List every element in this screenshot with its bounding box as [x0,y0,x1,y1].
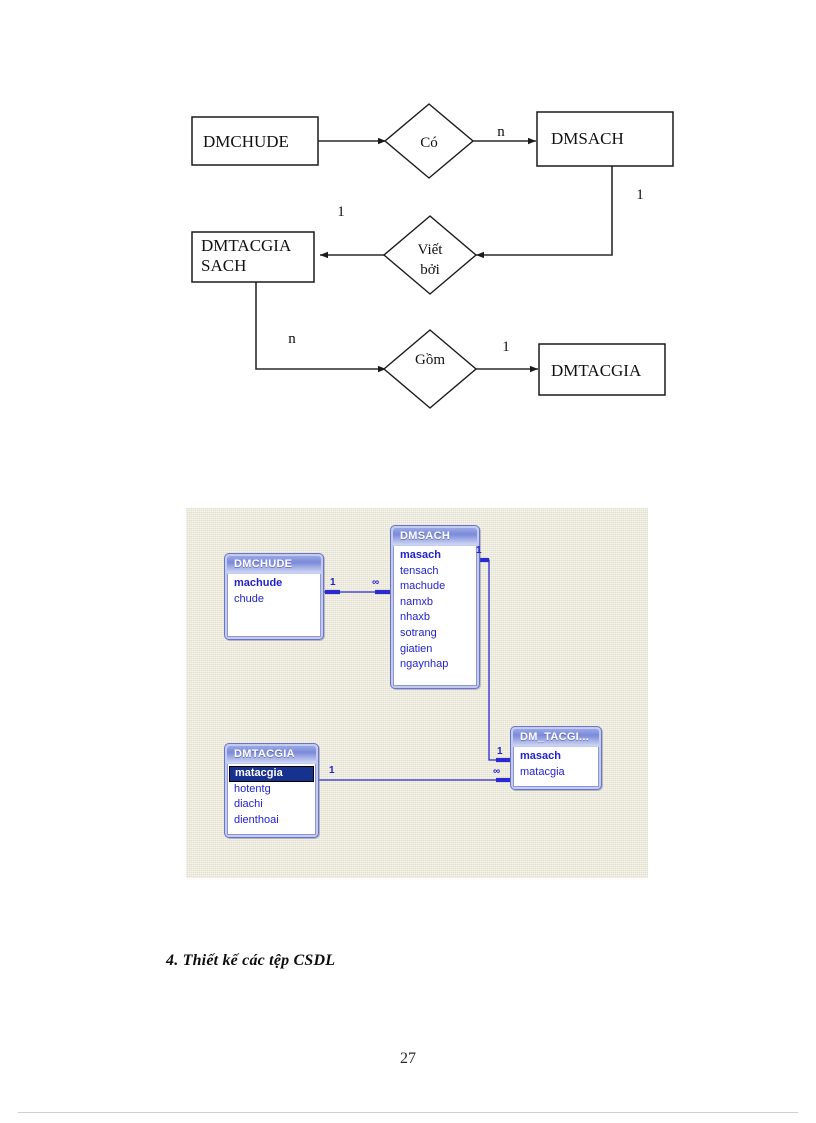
er-cardinality-vietboi-dmtacgiasach: 1 [337,204,345,220]
er-cardinality-co-dmsach: n [497,124,505,140]
db-table-dm-tacgia-sach[interactable]: DM_TACGI... masach matacgia [510,726,602,790]
db-table-title-dmchude[interactable]: DMCHUDE [227,556,321,573]
db-field-machude[interactable]: machude [400,580,446,593]
db-field-chude[interactable]: chude [234,592,264,605]
section-caption: 4. Thiết kế các tệp CSDL [166,952,336,969]
er-relationship-gom [382,329,478,409]
db-field-hotentg[interactable]: hotentg [234,782,271,795]
db-table-fields-dmsach: masach tensach machude namxb nhaxb sotra… [393,546,477,686]
er-diagram: DMCHUDE DMSACH DMTACGIA SACH DMTACGIA Có… [0,0,816,470]
db-table-dmsach[interactable]: DMSACH masach tensach machude namxb nhax… [390,525,480,689]
er-entity-dmtacgia [538,343,666,396]
er-entity-label-dmtacgia: DMTACGIA [551,361,642,380]
er-entity-dmtacgiasach [191,231,315,283]
db-table-title-dm-tacgia-sach[interactable]: DM_TACGI... [513,729,599,746]
db-cardinality-dm-tacgia-sach-many: ∞ [493,766,501,777]
er-entity-dmsach [536,111,674,167]
db-field-tensach[interactable]: tensach [400,564,439,577]
db-field-ngaynhap[interactable]: ngaynhap [400,658,449,671]
db-field-matacgia-link[interactable]: matacgia [520,765,565,778]
er-cardinality-dmtacgiasach-gom: n [288,331,296,347]
db-field-machude[interactable]: machude [234,577,283,589]
er-entity-label-dmsach: DMSACH [551,129,624,148]
db-cardinality-dmtacgia-one: 1 [329,765,335,776]
db-table-fields-dm-tacgia-sach: masach matacgia [513,747,599,787]
db-table-fields-dmchude: machude chude [227,574,321,637]
db-field-sotrang[interactable]: sotrang [400,626,437,639]
db-field-matacgia[interactable]: matacgia [229,766,314,782]
db-cardinality-dmchude-one: 1 [330,577,336,588]
db-field-nhaxb[interactable]: nhaxb [400,611,430,624]
er-link-dmtacgiasach-gom [255,282,386,373]
db-field-dienthoai[interactable]: dienthoai [234,813,279,826]
er-relationship-label-gom: Gồm [415,352,445,368]
db-table-fields-dmtacgia: matacgia hotentg diachi dienthoai [227,764,316,835]
db-field-diachi[interactable]: diachi [234,798,263,811]
er-entity-label-dmtacgiasach-line2: SACH [201,256,246,275]
db-field-masach-link[interactable]: masach [520,750,561,762]
db-field-namxb[interactable]: namxb [400,595,434,608]
db-cardinality-dm-tacgia-sach-one: 1 [497,746,503,757]
db-field-masach[interactable]: masach [400,549,441,561]
er-link-dmsach-vietboi [476,166,613,259]
er-relationship-label-vietboi-line2: bởi [420,262,440,278]
er-relationship-vietboi [382,215,478,295]
er-relationship-label-co: Có [420,135,438,151]
page-number: 27 [400,1050,416,1067]
er-relationship-co [383,103,475,179]
er-entity-label-dmchude: DMCHUDE [203,132,289,151]
database-schema-diagram[interactable]: DMCHUDE machude chude DMSACH masach tens… [186,508,648,878]
db-table-title-dmtacgia[interactable]: DMTACGIA [227,746,316,763]
db-table-title-dmsach[interactable]: DMSACH [393,528,477,545]
db-table-dmchude[interactable]: DMCHUDE machude chude [224,553,324,640]
er-entity-dmchude [191,116,319,166]
footer-divider [18,1112,798,1113]
er-cardinality-dmsach-vietboi: 1 [636,187,644,203]
db-table-dmtacgia[interactable]: DMTACGIA matacgia hotentg diachi dientho… [224,743,319,838]
er-entity-label-dmtacgiasach-line1: DMTACGIA [201,236,292,255]
er-relationship-label-vietboi-line1: Viết [418,242,444,258]
db-cardinality-dmsach-one: 1 [476,545,482,556]
db-cardinality-dmsach-many: ∞ [372,577,380,588]
er-cardinality-gom-dmtacgia: 1 [502,339,510,355]
db-field-giatien[interactable]: giatien [400,642,433,655]
